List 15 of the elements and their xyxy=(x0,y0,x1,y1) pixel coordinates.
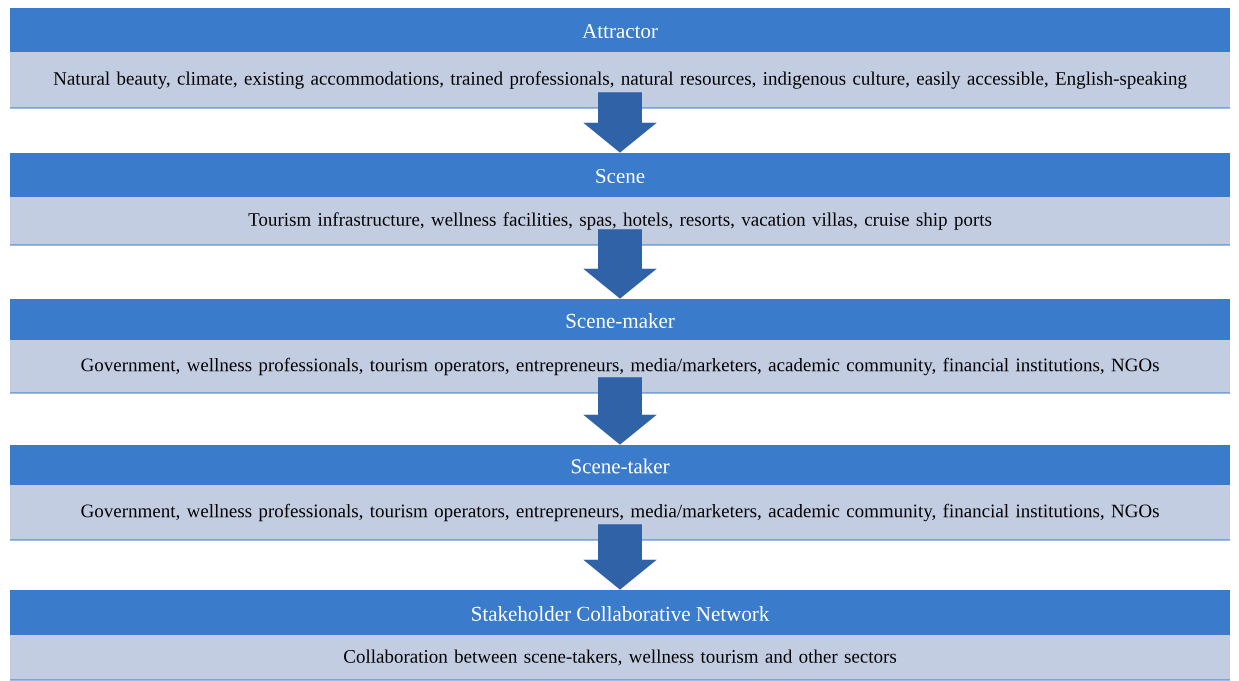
stage-description: Government, wellness professionals, tourism operators, entrepreneurs, media/marketers, academic community, financial institutions, NGOs xyxy=(81,503,1159,522)
stage-title: Scene-taker xyxy=(571,458,670,474)
stage-description: Collaboration between scene-takers, wellness tourism and other sectors xyxy=(344,649,897,666)
stage-description: Natural beauty, climate, existing accommodations, trained professionals, natural resources, indigenous culture, easily accessible, English-speaking xyxy=(53,71,1187,89)
stage-description: Tourism infrastructure, wellness facilities, spas, hotels, resorts, vacation villas, cruise ship ports xyxy=(248,212,992,230)
stage-title: Scene-maker xyxy=(566,313,675,328)
stage-title: Stakeholder Collaborative Network xyxy=(472,606,770,621)
stage-box xyxy=(9,153,1231,246)
stage-box xyxy=(9,590,1231,681)
stage-description: Government, wellness professionals, tourism operators, entrepreneurs, media/marketers, academic community, financial institutions, NGOs xyxy=(81,357,1159,376)
stage-box xyxy=(9,445,1231,541)
stage-box xyxy=(9,299,1231,394)
stage-title: Scene xyxy=(596,168,645,184)
stage-box xyxy=(9,8,1231,109)
stage-title: Attractor xyxy=(582,23,658,39)
